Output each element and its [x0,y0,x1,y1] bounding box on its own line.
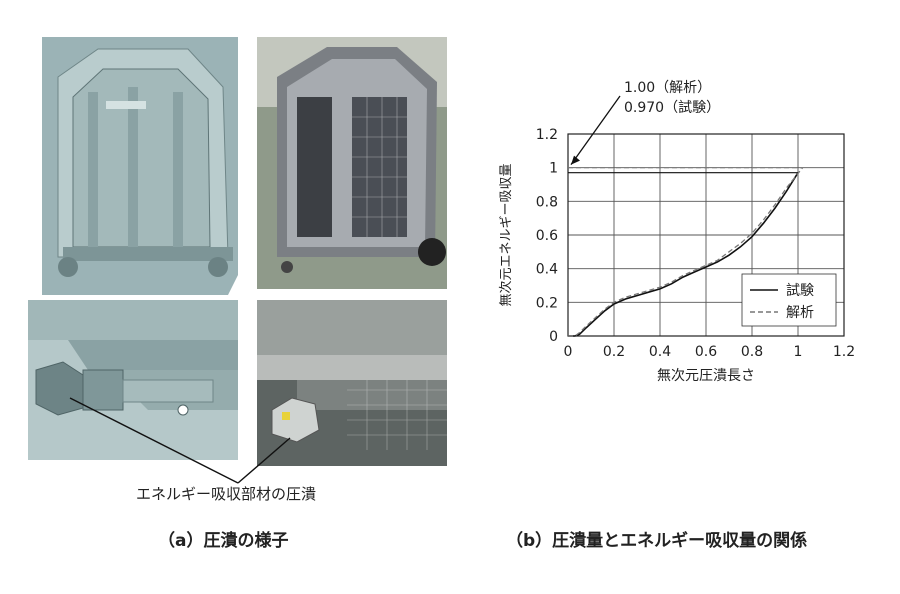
annotation-arrow-head [571,155,580,165]
x-tick-label: 0.2 [603,344,625,360]
y-tick-label: 0 [549,329,558,345]
legend-label: 試験 [786,283,814,299]
y-tick-label: 0.8 [536,194,558,210]
caption-b: （b）圧潰量とエネルギー吸収量の関係 [506,531,808,551]
legend-box [741,273,837,327]
series-line-dashed [568,167,804,337]
series-line-solid [568,172,799,337]
crush-label: エネルギー吸収部材の圧潰 [136,485,317,503]
legend-label: 解析 [786,305,814,321]
photo-underframe-view [257,300,447,466]
x-tick-label: 0.4 [649,344,671,360]
x-tick-label: 0.8 [741,344,763,360]
x-tick-label: 0 [564,344,573,360]
photo-front-view [257,37,447,289]
y-axis-label: 無次元エネルギー吸収量 [498,163,514,306]
y-tick-label: 1 [549,161,558,177]
x-tick-label: 1.2 [833,344,855,360]
annotation-line-2: 0.970（試験） [624,100,720,116]
y-tick-label: 0.4 [536,262,558,278]
cad-underframe-view [28,300,238,460]
annotation-arrow-line [570,95,621,166]
x-tick-label: 1 [794,344,803,360]
plot-frame [567,133,845,337]
x-tick-label: 0.6 [695,344,717,360]
annotation-line-1: 1.00（解析） [624,80,711,96]
y-tick-label: 1.2 [536,127,558,143]
y-tick-label: 0.2 [536,295,558,311]
cad-front-view [28,37,238,295]
x-axis-label: 無次元圧潰長さ [657,368,755,384]
y-tick-label: 0.6 [536,228,558,244]
caption-a: （a）圧潰の様子 [158,531,289,551]
